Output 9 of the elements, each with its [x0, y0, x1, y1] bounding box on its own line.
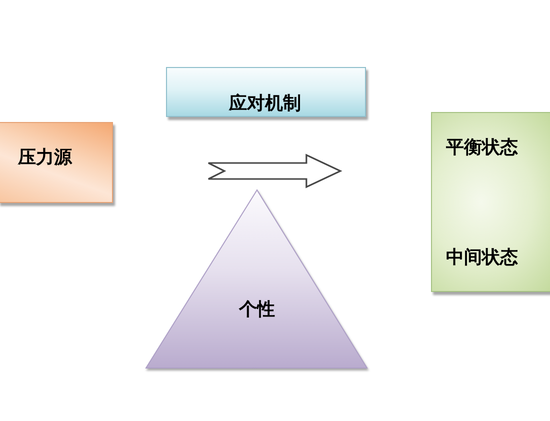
process-box: [166, 67, 366, 117]
node-label: 压力源: [18, 148, 72, 168]
node-label: 应对机制: [229, 94, 301, 114]
node-label: 平衡状态: [446, 138, 518, 158]
arrow: [208, 154, 342, 188]
node-label: 个性: [239, 300, 275, 320]
node-label: 中间状态: [446, 248, 518, 268]
process-box: [0, 122, 113, 203]
process-box: [431, 112, 550, 292]
